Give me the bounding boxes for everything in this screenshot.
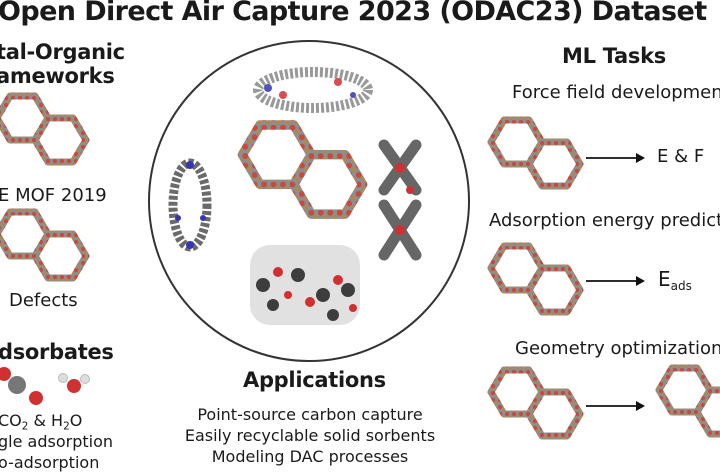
arrow-right-icon <box>586 276 645 286</box>
h2o-molecule-icon <box>58 373 90 393</box>
task-label-force-field: Force field development <box>512 82 720 103</box>
mof-label-core-mof: E MOF 2019 <box>0 185 107 206</box>
ml-tasks-heading: ML Tasks <box>562 44 666 68</box>
task-mof-adsorption <box>484 246 584 321</box>
mof-heading-line2: ameworks <box>0 64 115 88</box>
application-item: Easily recyclable solid sorbents <box>184 426 436 445</box>
arrow-right-icon <box>586 153 645 163</box>
mof-label-defects: Defects <box>9 290 78 311</box>
task-output-energy-forces: E & F <box>657 146 705 167</box>
task-output-adsorption-energy: Eads <box>658 267 692 294</box>
adsorbates-species: CO2 & H2O <box>0 411 83 433</box>
task-label-geometry-optimization: Geometry optimization <box>515 338 720 359</box>
mof-structure-defects <box>0 212 90 287</box>
task-mof-force-field <box>484 120 584 195</box>
task-mof-optimized-geometry <box>652 368 720 443</box>
page-title: Open Direct Air Capture 2023 (ODAC23) Da… <box>0 0 707 27</box>
co2-molecule-icon <box>0 367 43 405</box>
adsorbates-single-adsorption: gle adsorption <box>0 432 113 451</box>
task-mof-initial-geometry <box>484 370 584 445</box>
mof-structure-core <box>0 96 90 171</box>
application-item: Modeling DAC processes <box>211 447 409 466</box>
mof-heading-line1: tal-Organic <box>0 40 125 64</box>
mof-collection-circle <box>148 40 470 362</box>
arrow-right-icon <box>586 401 645 411</box>
adsorbates-heading: dsorbates <box>0 340 114 364</box>
application-item: Point-source carbon capture <box>197 405 423 424</box>
task-label-adsorption-energy: Adsorption energy predictio <box>489 210 720 231</box>
adsorbates-co-adsorption: o-adsorption <box>0 453 100 472</box>
applications-heading: Applications <box>243 368 386 392</box>
mof-collection-structures <box>168 67 422 325</box>
